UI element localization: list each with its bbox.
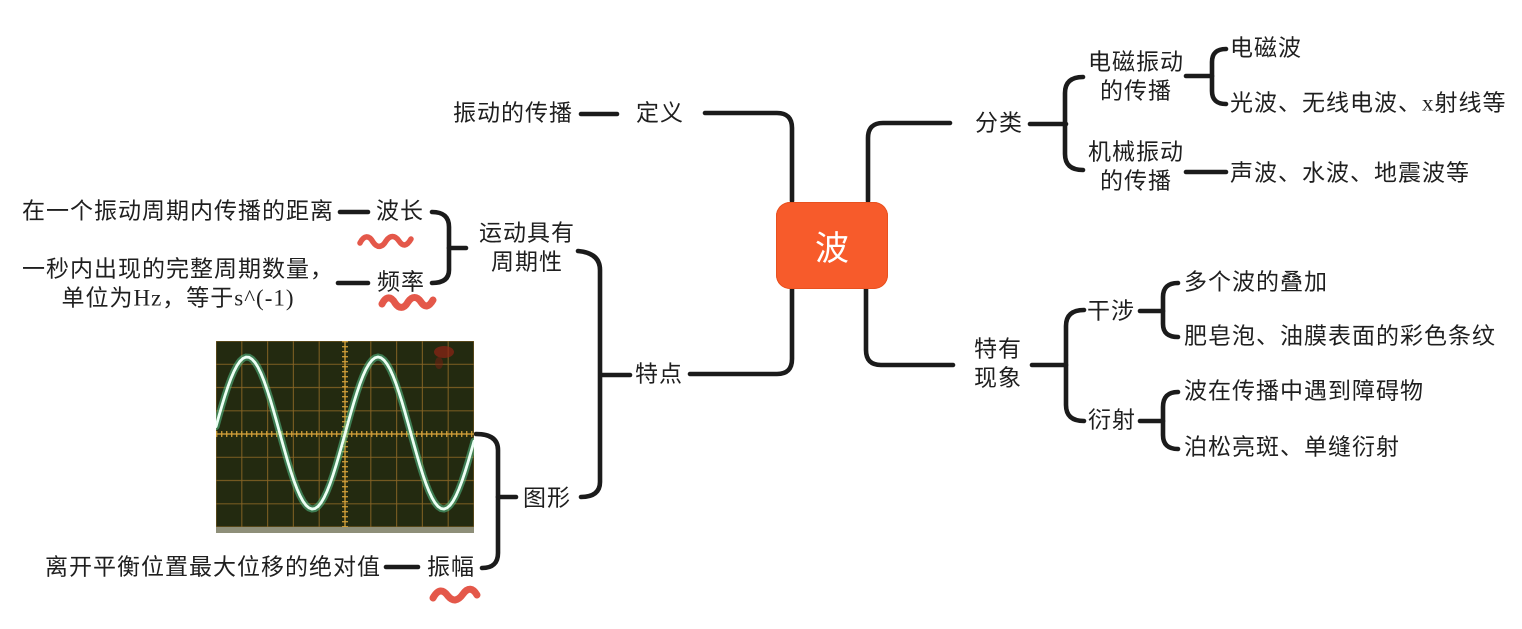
frequency-note: 一秒内出现的完整周期数量， 单位为Hz，等于s^(-1)	[22, 256, 334, 310]
mindmap-edges	[335, 46, 1229, 571]
leaf-obstacle: 波在传播中遇到障碍物	[1184, 378, 1424, 404]
leaf-soap-film: 肥皂泡、油膜表面的彩色条纹	[1184, 323, 1496, 349]
sine-wave-trace	[216, 355, 474, 511]
node-graph: 图形	[523, 485, 571, 511]
leaf-poisson-spot: 泊松亮斑、单缝衍射	[1184, 434, 1400, 460]
node-diffraction: 衍射	[1088, 407, 1136, 433]
oscilloscope-image	[216, 341, 474, 533]
amplitude-highlight-squiggle	[429, 585, 481, 604]
node-phenomena: 特有 现象	[974, 336, 1022, 390]
leaf-em-examples: 光波、无线电波、x射线等	[1230, 90, 1507, 116]
node-interference: 干涉	[1087, 298, 1135, 324]
node-wavelength: 波长	[376, 198, 424, 224]
node-mechanical: 机械振动 的传播	[1088, 139, 1184, 193]
node-features: 特点	[635, 361, 683, 387]
wavelength-note: 在一个振动周期内传播的距离	[22, 198, 334, 224]
leaf-mechanical-examples: 声波、水波、地震波等	[1230, 160, 1470, 186]
leaf-superposition: 多个波的叠加	[1184, 269, 1328, 295]
scope-red-glare	[434, 346, 454, 358]
leaf-electromagnetic-wave: 电磁波	[1230, 35, 1302, 61]
central-node-label: 波	[815, 231, 849, 268]
node-classification: 分类	[975, 110, 1023, 136]
node-frequency: 频率	[377, 269, 425, 295]
node-amplitude: 振幅	[427, 554, 475, 580]
amplitude-note: 离开平衡位置最大位移的绝对值	[45, 554, 381, 580]
node-periodicity: 运动具有 周期性	[479, 220, 575, 274]
central-node-wave: 波	[776, 202, 888, 289]
frequency-highlight-squiggle	[378, 294, 437, 311]
scope-red-glare-streak	[435, 357, 443, 369]
node-definition: 定义	[636, 100, 684, 126]
node-electromagnetic: 电磁振动 的传播	[1088, 49, 1184, 103]
wavelength-highlight-squiggle	[357, 233, 414, 250]
scope-bottom-edge	[216, 527, 474, 533]
definition-note: 振动的传播	[453, 100, 573, 126]
